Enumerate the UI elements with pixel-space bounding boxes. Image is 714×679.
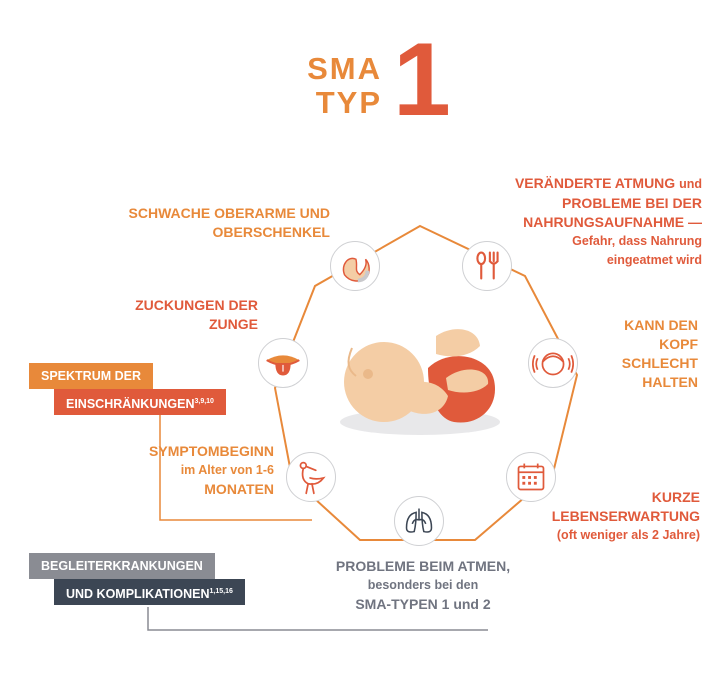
tag-comorb-refs: 1,15,16 (209, 588, 233, 595)
label-tongue-line1: ZUCKUNGEN DER (135, 297, 258, 313)
label-bf-line3: NAHRUNGSAUFNAHME — (523, 214, 702, 230)
label-bp-line3: SMA-TYPEN 1 und 2 (355, 596, 491, 612)
label-bf-line5: eingeatmet wird (606, 253, 702, 267)
tag-spectrum-1: SPEKTRUM DER (29, 363, 154, 389)
label-life-line2: LEBENSERWARTUNG (551, 508, 700, 524)
head-icon (528, 338, 578, 388)
calendar-icon (506, 452, 556, 502)
label-head-line3: SCHLECHT (621, 355, 698, 371)
label-onset-line2: im Alter von 1-6 (180, 463, 274, 477)
label-onset-line3: MONATEN (204, 481, 274, 497)
tag-comorb-2-text: UND KOMPLIKATIONEN (66, 587, 210, 601)
stork-icon (286, 452, 336, 502)
tag-spectrum-1-text: SPEKTRUM DER (41, 369, 142, 383)
label-onset: SYMPTOMBEGINN im Alter von 1-6 MONATEN (96, 442, 274, 499)
label-bp-line1: PROBLEME BEIM ATMEN, (335, 558, 511, 574)
baby-illustration (340, 329, 500, 435)
label-bf-line4: Gefahr, dass Nahrung (572, 234, 702, 248)
label-arms-line2: OBERSCHENKEL (212, 224, 330, 240)
label-life-line3: (oft weniger als 2 Jahre) (556, 528, 700, 542)
tongue-icon (258, 338, 308, 388)
label-onset-line1: SYMPTOMBEGINN (149, 443, 274, 459)
label-bp-line2: besonders bei den (367, 578, 479, 592)
label-bf-line1b: und (679, 177, 702, 191)
tag-spectrum-2-text: EINSCHRÄNKUNGEN (66, 397, 195, 411)
tag-comorb-1-text: BEGLEITERKRANKUNGEN (41, 559, 203, 573)
label-tongue: ZUCKUNGEN DER ZUNGE (60, 296, 258, 334)
label-bf-line1a: VERÄNDERTE ATMUNG (514, 175, 680, 191)
tag-spectrum-refs: 3,9,10 (194, 398, 214, 405)
label-head-line1: KANN DEN (624, 317, 698, 333)
label-bf-line2: PROBLEME BEI DER (561, 195, 702, 211)
label-bf-line1: VERÄNDERTE ATMUNG und (430, 174, 702, 194)
comorb-line (147, 607, 488, 631)
label-arms: SCHWACHE OBERARME UND OBERSCHENKEL (70, 204, 330, 242)
label-head-line2: KOPF (659, 336, 698, 352)
tag-comorb-2: UND KOMPLIKATIONEN1,15,16 (54, 579, 245, 605)
label-life-expectancy: KURZE LEBENSERWARTUNG (oft weniger als 2… (500, 488, 700, 545)
title-line2: TYP (315, 85, 382, 120)
tag-comorb-1: BEGLEITERKRANKUNGEN (29, 553, 215, 579)
label-head: KANN DEN KOPF SCHLECHT HALTEN (580, 316, 698, 392)
fork-knife-icon (462, 241, 512, 291)
title-number: 1 (393, 22, 451, 138)
label-arms-line1: SCHWACHE OBERARME UND (128, 205, 330, 221)
label-life-line1: KURZE (651, 489, 700, 505)
label-head-line4: HALTEN (642, 374, 698, 390)
lungs-icon (394, 496, 444, 546)
label-breath-problems: PROBLEME BEIM ATMEN, besonders bei den S… (300, 557, 546, 614)
arm-icon (330, 241, 380, 291)
label-breathing-feeding: VERÄNDERTE ATMUNG und PROBLEME BEI DER N… (430, 174, 702, 270)
title-line1: SMA (307, 51, 382, 86)
tag-spectrum-2: EINSCHRÄNKUNGEN3,9,10 (54, 389, 226, 415)
label-tongue-line2: ZUNGE (209, 316, 258, 332)
title-text: SMA TYP (296, 52, 382, 120)
